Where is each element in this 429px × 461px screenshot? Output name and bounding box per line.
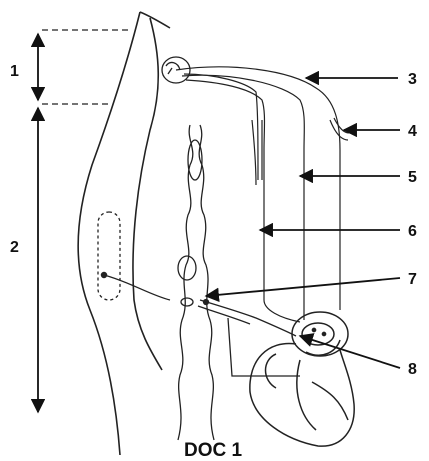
- ganglion-chain: [198, 300, 300, 377]
- heart: [250, 312, 354, 446]
- level-guides: [42, 30, 132, 104]
- label-4: 4: [408, 123, 417, 140]
- label-arrows: [206, 78, 400, 368]
- label-7: 7: [408, 271, 417, 288]
- body-outline: [78, 12, 170, 455]
- label-5: 5: [408, 169, 417, 186]
- label-2: 2: [10, 239, 19, 256]
- figure-caption: DOC 1: [184, 440, 243, 461]
- label-1: 1: [10, 63, 19, 80]
- label-6: 6: [408, 223, 417, 240]
- label-8: 8: [408, 361, 417, 378]
- label-3: 3: [408, 71, 417, 88]
- spinal-cord: [178, 125, 214, 440]
